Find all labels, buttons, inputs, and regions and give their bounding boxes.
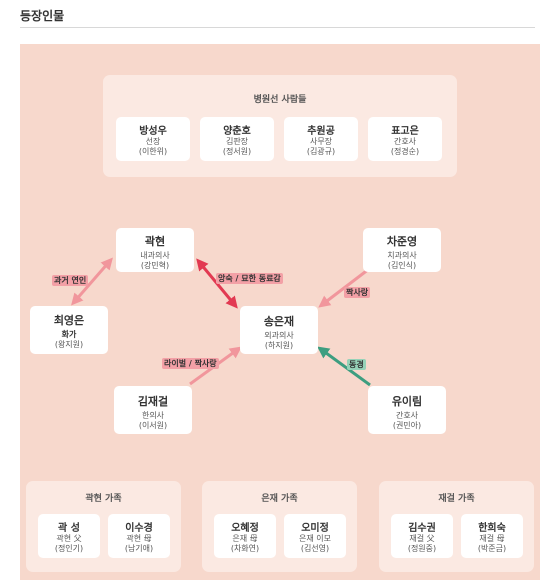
person-card-lee-sugyeong: 이수경 곽현 母 (남기애) <box>108 514 170 558</box>
person-card-han-huisuk: 한희숙 재걸 母 (박준금) <box>461 514 523 558</box>
person-actor: (왕지원) <box>54 340 84 349</box>
person-actor: (정서원) <box>222 147 252 156</box>
arrow-past-lover <box>71 257 113 306</box>
person-card-kwak: 곽현 내과의사 (강민혁) <box>116 228 194 272</box>
person-role: 사무장 <box>309 137 333 146</box>
person-name: 이수경 <box>125 523 153 534</box>
family-panel-kwak: 곽현 가족 곽 성 곽현 父 (정인기) 이수경 곽현 母 (남기애) <box>26 481 181 572</box>
person-actor: (강민혁) <box>140 261 170 270</box>
relation-arrows <box>71 257 371 387</box>
person-role: 외과의사 <box>264 331 294 340</box>
person-role: 곽현 父 <box>56 534 82 543</box>
person-role: 김판장 <box>225 137 249 146</box>
person-card-kim-sugwon: 김수권 재걸 父 (정원중) <box>391 514 453 558</box>
person-name: 김재걸 <box>137 395 169 408</box>
person-name: 표고은 <box>391 126 419 137</box>
person-name: 유이림 <box>391 395 423 408</box>
person-name: 최영은 <box>53 314 85 327</box>
person-name: 추원공 <box>307 126 335 137</box>
person-actor: (이한위) <box>138 147 168 156</box>
person-role: 화가 <box>61 330 77 339</box>
person-actor: (권민아) <box>392 421 422 430</box>
relation-label-admire: 동경 <box>347 359 366 370</box>
person-role: 내과의사 <box>140 251 170 260</box>
person-card-yang: 양춘호 김판장 (정서원) <box>200 117 274 161</box>
person-card-pyo: 표고은 간호사 (정경순) <box>368 117 442 161</box>
arrow-admire <box>317 346 371 387</box>
relation-label-rival-colleague: 앙숙 / 묘한 동료감 <box>216 273 283 284</box>
character-map: 병원선 사람들 방성우 선장 (이한위) 양춘호 김판장 (정서원) 추원공 사… <box>20 44 540 580</box>
person-name: 오미정 <box>301 523 329 534</box>
hospital-staff-title: 병원선 사람들 <box>253 95 307 105</box>
person-role: 은재 母 <box>232 534 258 543</box>
family-title: 재걸 가족 <box>438 494 475 504</box>
person-actor: (하지원) <box>264 341 294 350</box>
person-name: 한희숙 <box>478 523 506 534</box>
person-name: 양춘호 <box>223 126 251 137</box>
person-card-bang: 방성우 선장 (이한위) <box>116 117 190 161</box>
person-role: 곽현 母 <box>126 534 152 543</box>
person-actor: (김선영) <box>300 544 330 553</box>
person-actor: (김광규) <box>306 147 336 156</box>
person-card-choi: 최영은 화가 (왕지원) <box>30 306 108 354</box>
person-role: 치과의사 <box>387 251 417 260</box>
person-name: 김수권 <box>408 523 436 534</box>
person-card-yu: 유이림 간호사 (권민아) <box>368 386 446 434</box>
person-card-chu: 추원공 사무장 (김광규) <box>284 117 358 161</box>
person-role: 재걸 母 <box>479 534 505 543</box>
person-actor: (정인기) <box>54 544 84 553</box>
page-heading: 등장인물 <box>20 9 65 23</box>
person-card-kwak-seong: 곽 성 곽현 父 (정인기) <box>38 514 100 558</box>
person-name: 곽 성 <box>58 523 80 534</box>
family-panel-jaegeol: 재걸 가족 김수권 재걸 父 (정원중) 한희숙 재걸 母 (박준금) <box>379 481 534 572</box>
person-role: 간호사 <box>393 137 417 146</box>
heading-divider <box>20 27 535 28</box>
person-actor: (박준금) <box>477 544 507 553</box>
person-card-song: 송은재 외과의사 (하지원) <box>240 306 318 354</box>
person-role: 선장 <box>145 137 161 146</box>
person-actor: (정경순) <box>390 147 420 156</box>
person-role: 한의사 <box>141 411 165 420</box>
relation-label-crush: 짝사랑 <box>344 287 371 298</box>
person-actor: (이서원) <box>138 421 168 430</box>
person-role: 간호사 <box>395 411 419 420</box>
person-name: 송은재 <box>263 315 295 328</box>
person-card-oh-hyejeong: 오혜정 은재 母 (차화연) <box>214 514 276 558</box>
hospital-staff-panel: 병원선 사람들 방성우 선장 (이한위) 양춘호 김판장 (정서원) 추원공 사… <box>103 75 457 177</box>
person-role: 은재 이모 <box>299 534 331 543</box>
person-name: 차준영 <box>386 235 418 248</box>
person-actor: (정원중) <box>407 544 437 553</box>
relation-label-rival-crush: 라이벌 / 짝사랑 <box>162 358 219 369</box>
family-panel-eunjae: 은재 가족 오혜정 은재 母 (차화연) 오미정 은재 이모 (김선영) <box>202 481 357 572</box>
person-name: 오혜정 <box>231 523 259 534</box>
person-actor: (차화연) <box>230 544 260 553</box>
person-card-cha: 차준영 치과의사 (김인식) <box>363 228 441 272</box>
family-title: 은재 가족 <box>261 494 298 504</box>
person-actor: (김인식) <box>387 261 417 270</box>
person-role: 재걸 父 <box>409 534 435 543</box>
relation-label-past-lover: 과거 연인 <box>52 275 89 286</box>
person-actor: (남기애) <box>124 544 154 553</box>
person-card-oh-mijeong: 오미정 은재 이모 (김선영) <box>284 514 346 558</box>
person-name: 곽현 <box>144 235 166 248</box>
arrow-crush-cha <box>318 267 370 308</box>
family-title: 곽현 가족 <box>85 494 122 504</box>
person-card-kim: 김재걸 한의사 (이서원) <box>114 386 192 434</box>
person-name: 방성우 <box>139 126 167 137</box>
